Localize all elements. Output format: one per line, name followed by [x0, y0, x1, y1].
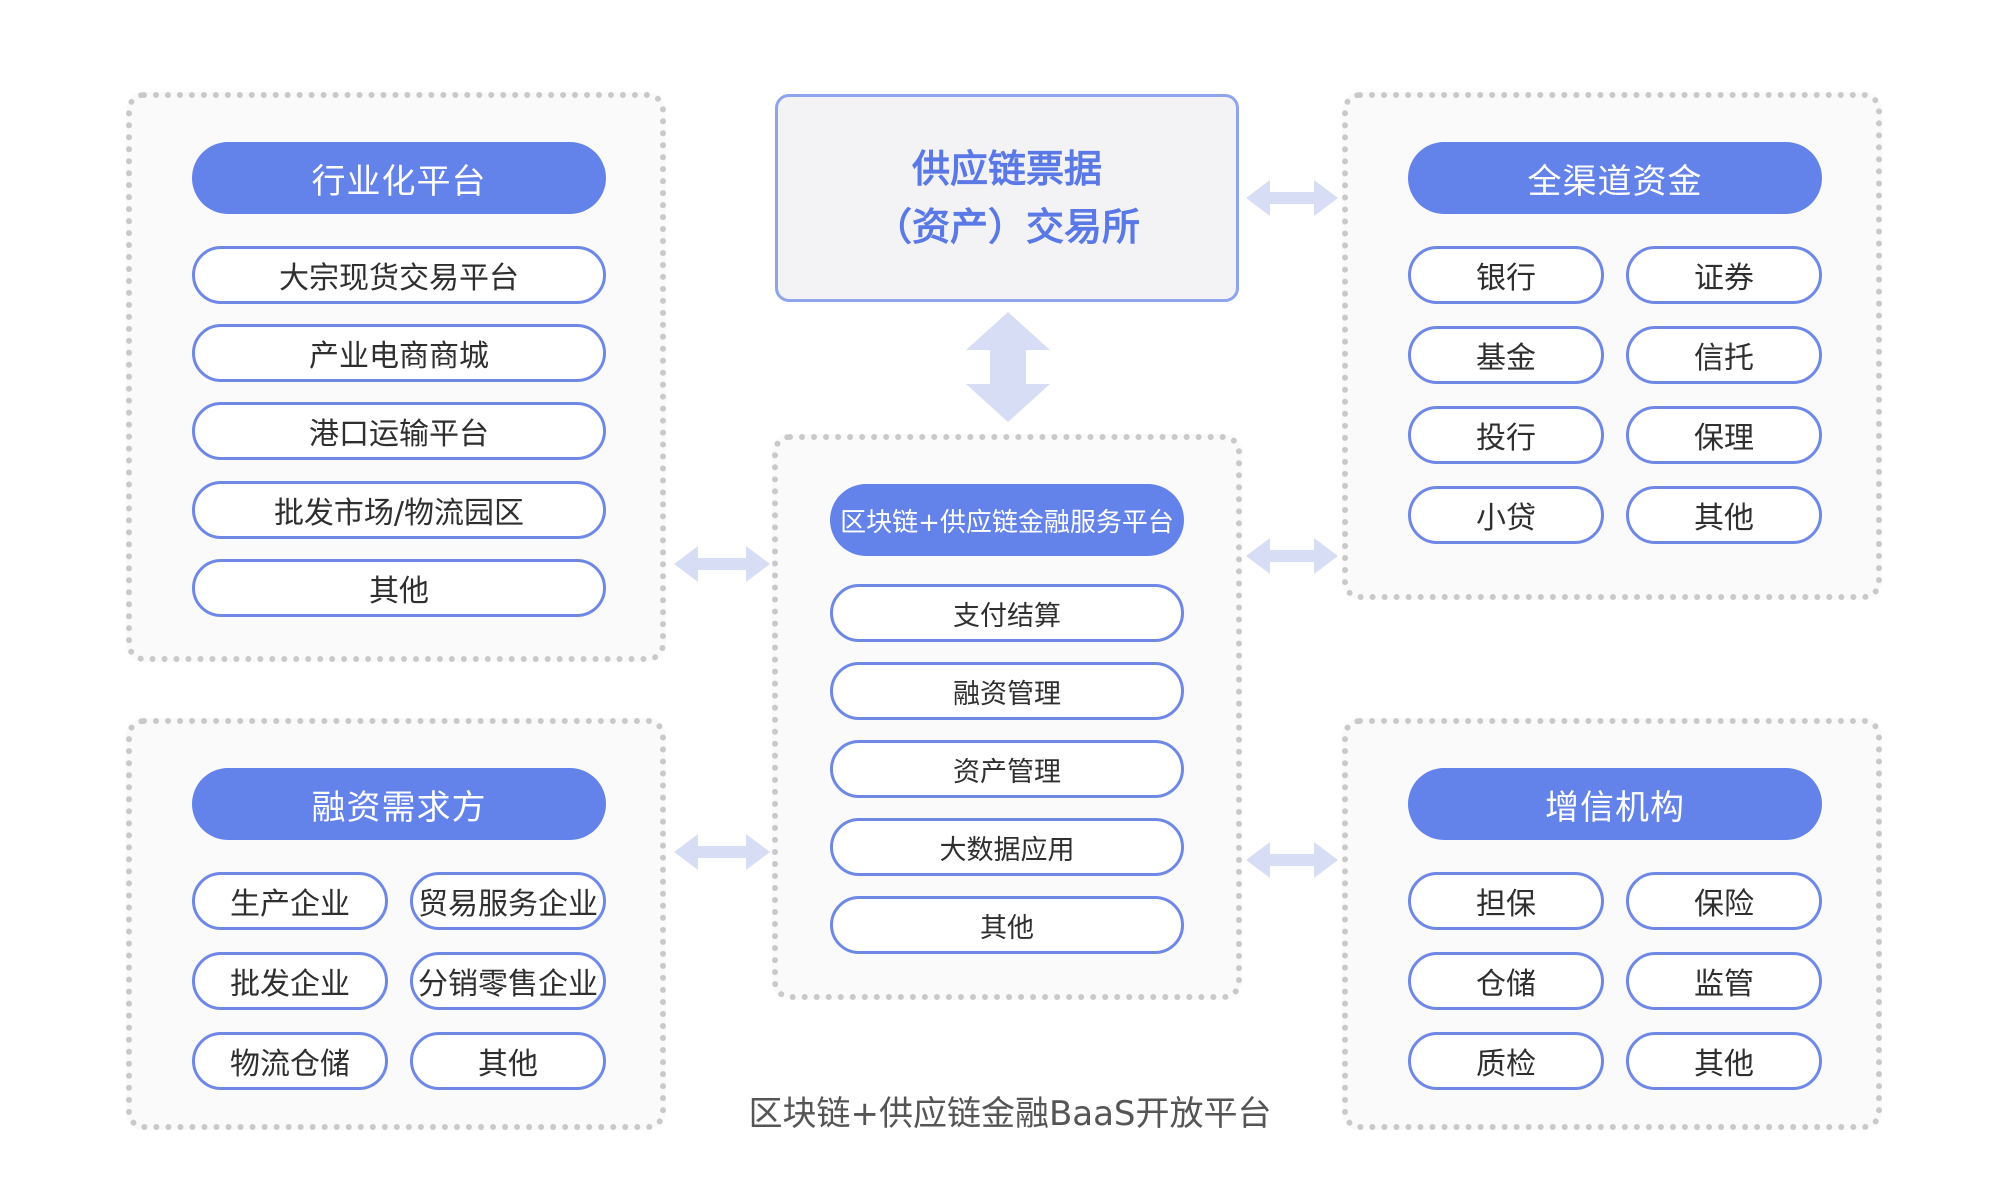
- credit-enhancement-header: 增信机构: [1408, 768, 1822, 840]
- left-bottom-double-arrow-icon: [674, 834, 770, 870]
- funds-item-7[interactable]: 小贷: [1408, 486, 1604, 544]
- exchange-box: 供应链票据 （资产）交易所: [775, 94, 1239, 302]
- exchange-title-line2: （资产）交易所: [873, 205, 1140, 249]
- left-top-double-arrow-icon: [674, 546, 770, 582]
- credit-item-5[interactable]: 质检: [1408, 1032, 1604, 1090]
- industry-item-2[interactable]: 产业电商商城: [192, 324, 606, 382]
- funds-item-3[interactable]: 基金: [1408, 326, 1604, 384]
- funds-item-8[interactable]: 其他: [1626, 486, 1822, 544]
- industry-item-1[interactable]: 大宗现货交易平台: [192, 246, 606, 304]
- platform-item-4[interactable]: 大数据应用: [830, 818, 1184, 876]
- credit-item-1[interactable]: 担保: [1408, 872, 1604, 930]
- industry-item-3[interactable]: 港口运输平台: [192, 402, 606, 460]
- platform-item-2[interactable]: 融资管理: [830, 662, 1184, 720]
- right-top-double-arrow-icon: [1246, 538, 1338, 574]
- industry-platform-header: 行业化平台: [192, 142, 606, 214]
- funds-item-5[interactable]: 投行: [1408, 406, 1604, 464]
- exchange-title-line1: 供应链票据: [911, 147, 1102, 191]
- vertical-double-arrow-icon: [966, 312, 1050, 422]
- funds-item-6[interactable]: 保理: [1626, 406, 1822, 464]
- funds-item-1[interactable]: 银行: [1408, 246, 1604, 304]
- credit-item-3[interactable]: 仓储: [1408, 952, 1604, 1010]
- credit-enhancement-panel: 增信机构 担保 保险 仓储 监管 质检 其他: [1342, 718, 1882, 1130]
- platform-item-5[interactable]: 其他: [830, 896, 1184, 954]
- financing-item-6[interactable]: 其他: [410, 1032, 606, 1090]
- service-platform-panel: 区块链+供应链金融服务平台 支付结算 融资管理 资产管理 大数据应用 其他: [772, 434, 1242, 1000]
- financing-item-5[interactable]: 物流仓储: [192, 1032, 388, 1090]
- platform-item-1[interactable]: 支付结算: [830, 584, 1184, 642]
- credit-item-4[interactable]: 监管: [1626, 952, 1822, 1010]
- funds-item-4[interactable]: 信托: [1626, 326, 1822, 384]
- financing-item-3[interactable]: 批发企业: [192, 952, 388, 1010]
- all-channel-funds-header: 全渠道资金: [1408, 142, 1822, 214]
- financing-item-4[interactable]: 分销零售企业: [410, 952, 606, 1010]
- financing-item-1[interactable]: 生产企业: [192, 872, 388, 930]
- all-channel-funds-panel: 全渠道资金 银行 证券 基金 信托 投行 保理 小贷 其他: [1342, 92, 1882, 600]
- platform-item-3[interactable]: 资产管理: [830, 740, 1184, 798]
- funds-item-2[interactable]: 证券: [1626, 246, 1822, 304]
- industry-item-5[interactable]: 其他: [192, 559, 606, 617]
- industry-item-4[interactable]: 批发市场/物流园区: [192, 481, 606, 539]
- credit-item-6[interactable]: 其他: [1626, 1032, 1822, 1090]
- financing-demand-panel: 融资需求方 生产企业 贸易服务企业 批发企业 分销零售企业 物流仓储 其他: [126, 718, 666, 1130]
- industry-platform-panel: 行业化平台 大宗现货交易平台 产业电商商城 港口运输平台 批发市场/物流园区 其…: [126, 92, 666, 662]
- footer-title: 区块链+供应链金融BaaS开放平台: [748, 1093, 1272, 1134]
- exchange-right-double-arrow-icon: [1246, 180, 1338, 216]
- right-bottom-double-arrow-icon: [1246, 842, 1338, 878]
- financing-item-2[interactable]: 贸易服务企业: [410, 872, 606, 930]
- credit-item-2[interactable]: 保险: [1626, 872, 1822, 930]
- service-platform-header: 区块链+供应链金融服务平台: [830, 484, 1184, 556]
- financing-demand-header: 融资需求方: [192, 768, 606, 840]
